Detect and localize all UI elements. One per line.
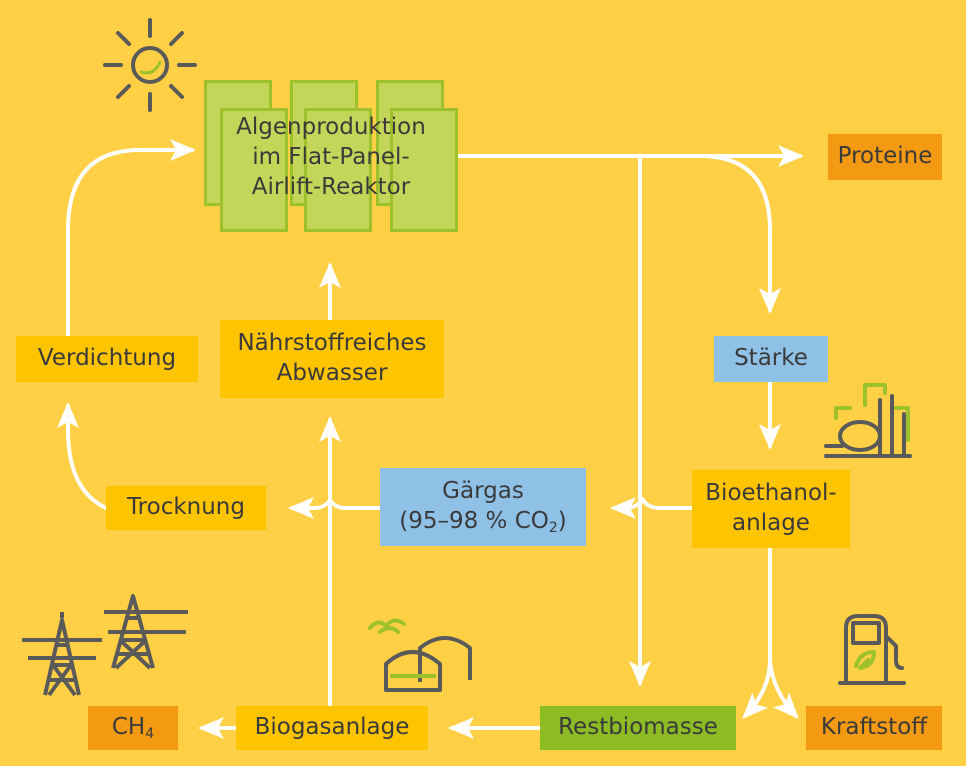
node-bioethanol-line1: Bioethanol- — [705, 480, 837, 507]
arrow-gaergas-to-trocknung — [288, 496, 382, 519]
node-bioethanol-line2: anlage — [732, 510, 810, 536]
biogas-plant-icon — [368, 618, 472, 692]
algae-panel — [390, 108, 458, 232]
node-ch4-label: CH4 — [111, 713, 155, 742]
node-gaergas-line1: Gärgas — [442, 477, 524, 504]
node-restbiomasse: Restbiomasse — [540, 706, 736, 750]
node-verdichtung: Verdichtung — [16, 336, 198, 382]
arrow-bioethanol-to-kraftstoff — [768, 658, 799, 719]
node-kraftstoff: Kraftstoff — [806, 706, 942, 750]
node-biogasanlage: Biogasanlage — [236, 706, 428, 750]
node-staerke: Stärke — [714, 336, 828, 382]
node-staerke-label: Stärke — [734, 345, 808, 372]
node-proteine-label: Proteine — [837, 143, 933, 170]
arrow-trocknung-to-verdichtung — [57, 402, 108, 510]
node-naehrstoffreiches-abwasser: Nährstoffreiches Abwasser — [220, 320, 444, 398]
arrow-bioethanol-to-gaergas — [610, 496, 694, 519]
node-algae-line3: Airlift-Reaktor — [251, 173, 411, 200]
node-kraftstoff-label: Kraftstoff — [820, 714, 928, 741]
sun-icon — [103, 18, 197, 112]
node-trocknung: Trocknung — [106, 486, 266, 530]
arrow-algae-to-staerke — [638, 154, 781, 314]
node-biogasanlage-label: Biogasanlage — [254, 714, 410, 741]
node-algae-line2: im Flat-Panel- — [252, 144, 410, 171]
refinery-icon — [824, 383, 912, 458]
node-trocknung-label: Trocknung — [127, 494, 245, 521]
arrow-bioethanol-to-restbiomasse — [742, 546, 772, 719]
node-gaergas-line2: (95–98 % CO2) — [399, 507, 567, 536]
node-verdichtung-label: Verdichtung — [37, 345, 177, 372]
power-pylon-icon — [22, 594, 188, 697]
node-bioethanolanlage: Bioethanol- anlage — [692, 470, 850, 548]
algae-panel — [304, 108, 372, 232]
algae-panel — [220, 108, 288, 232]
fuel-pump-icon — [838, 614, 906, 685]
node-ch4: CH4 — [88, 706, 178, 750]
node-algae-line1: Algenproduktion — [236, 114, 426, 141]
node-algae-production: Algenproduktion im Flat-Panel- Airlift-R… — [206, 110, 456, 206]
node-restbiomasse-label: Restbiomasse — [558, 714, 718, 741]
node-naehrstoff-line2: Abwasser — [276, 360, 388, 386]
node-proteine: Proteine — [828, 134, 942, 180]
arrow-verdichtung-to-algae — [66, 139, 196, 338]
node-naehrstoff-line1: Nährstoffreiches — [237, 330, 427, 357]
node-gaergas: Gärgas (95–98 % CO2) — [380, 468, 586, 546]
